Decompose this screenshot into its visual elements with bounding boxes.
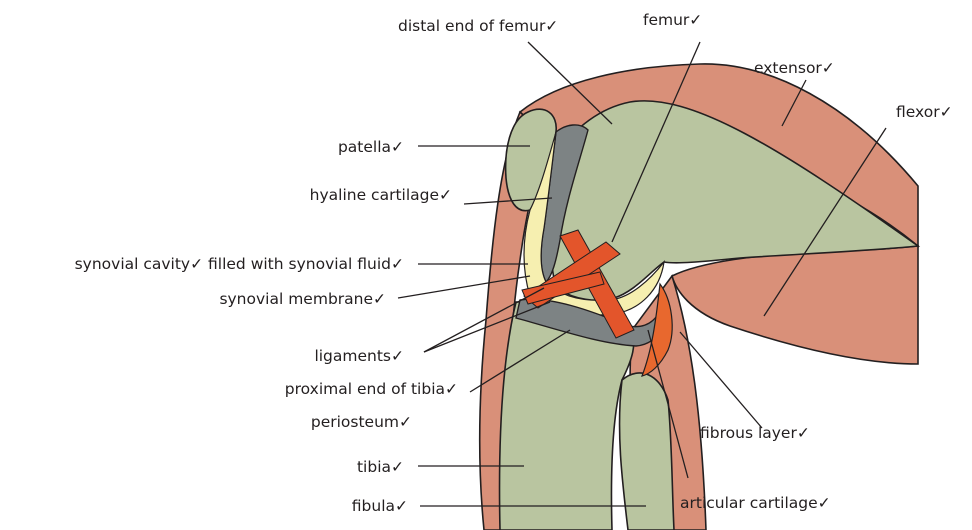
label-tibia: tibia✓ <box>357 458 404 476</box>
label-articular-cartilage: articular cartilage✓ <box>680 494 831 512</box>
label-flexor: flexor✓ <box>896 103 953 121</box>
label-patella: patella✓ <box>338 138 404 156</box>
label-synovial-membrane: synovial membrane✓ <box>219 290 386 308</box>
label-extensor: extensor✓ <box>754 59 835 77</box>
label-ligaments: ligaments✓ <box>314 347 404 365</box>
label-distal-end-of-femur: distal end of femur✓ <box>398 17 558 35</box>
label-hyaline-cartilage: hyaline cartilage✓ <box>310 186 452 204</box>
label-fibrous-layer: fibrous layer✓ <box>700 424 810 442</box>
label-proximal-end-of-tibia: proximal end of tibia✓ <box>285 380 458 398</box>
label-femur: femur✓ <box>643 11 702 29</box>
label-fibula: fibula✓ <box>352 497 408 515</box>
label-periosteum: periosteum✓ <box>311 413 412 431</box>
flexor-muscle <box>672 246 918 364</box>
label-synovial-cavity: synovial cavity✓ filled with synovial fl… <box>75 255 404 273</box>
